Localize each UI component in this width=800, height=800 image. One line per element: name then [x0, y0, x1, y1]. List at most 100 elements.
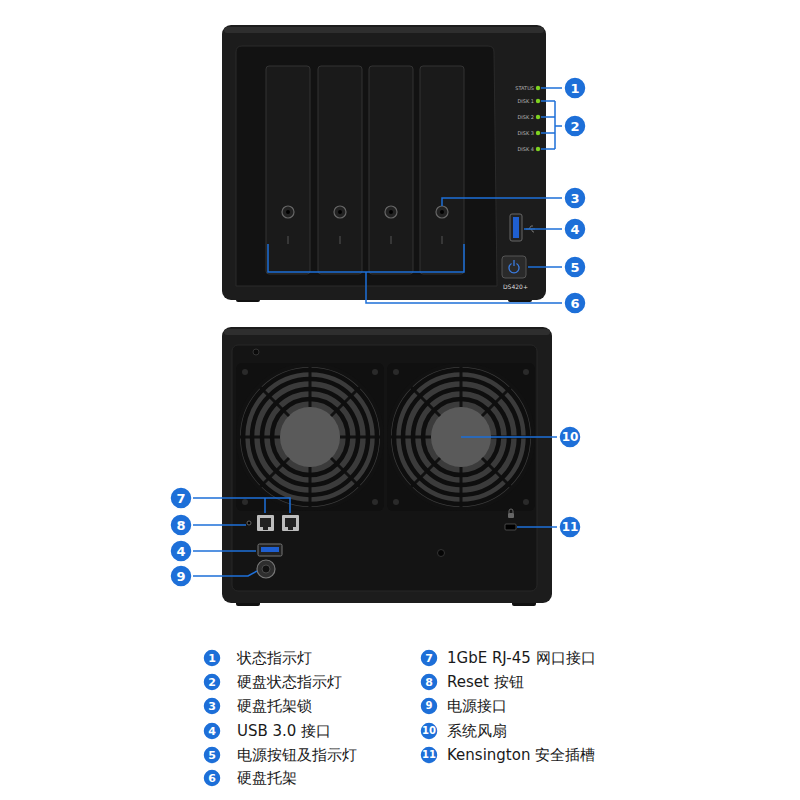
usb-port [510, 214, 535, 241]
callout-number: 2 [570, 120, 579, 133]
status-led [536, 86, 540, 151]
key-entry: 9电源接口 [419, 696, 507, 716]
callout-badge: 10 [558, 425, 582, 449]
callout-number: 10 [562, 431, 579, 443]
tray-lock [286, 210, 290, 214]
rear-unit [438, 550, 445, 557]
callout-circle-fill [170, 540, 192, 562]
callout-circle-fill [564, 292, 586, 314]
power-button [502, 256, 526, 278]
dc-power-jack [257, 560, 275, 578]
leader-line [193, 88, 562, 576]
drive-tray [340, 236, 341, 244]
callout-circle: 2 [202, 672, 222, 692]
kensington-slot [505, 524, 516, 530]
system-fan [236, 363, 384, 511]
callout-number: 6 [208, 773, 216, 784]
lan-port [257, 515, 299, 531]
system-fan [238, 365, 382, 509]
callout-number: 1 [208, 653, 216, 664]
system-fan [372, 499, 378, 505]
usb-port [513, 217, 519, 238]
led-label: DISK 4 [517, 147, 534, 152]
system-fan [262, 389, 358, 485]
callout-number: 6 [570, 297, 579, 310]
rear-unit [224, 329, 550, 335]
lan-port [260, 518, 271, 527]
status-led [536, 86, 540, 90]
callout-circle: 6 [563, 291, 587, 315]
callout-circle-fill [203, 697, 221, 715]
rear-unit [222, 327, 552, 606]
callout-circle: 4 [169, 539, 193, 563]
callout-number: 4 [176, 545, 185, 558]
callout-circle: 7 [419, 648, 439, 668]
system-fan [272, 399, 348, 475]
callout-badge: 2 [563, 114, 587, 138]
part-name: 硬盘托架锁 [237, 697, 312, 715]
callout-circle: 5 [202, 745, 222, 765]
model-label: DS420+ [503, 284, 528, 290]
callout-circle-fill [203, 769, 221, 787]
callout-circle: 5 [563, 255, 587, 279]
callout-number: 11 [422, 750, 436, 760]
leader-line [193, 524, 246, 526]
callout-badge: 5 [563, 255, 587, 279]
callout-circle-fill [420, 746, 438, 764]
key-entry: 11Kensington 安全插槽 [419, 745, 595, 765]
dc-power-jack [257, 560, 275, 578]
dc-power-jack [262, 565, 270, 573]
rear-unit [232, 345, 537, 591]
led-label: DISK 2 [517, 115, 534, 120]
rear-usb-port [258, 544, 282, 556]
callout-circle-fill [564, 115, 586, 137]
system-fan [372, 369, 378, 375]
tray-lock [385, 206, 397, 218]
callout-badge: 4 [563, 217, 587, 241]
leader-line [461, 436, 557, 438]
callout-number: 2 [208, 677, 216, 688]
leader-line [193, 550, 256, 552]
system-fan [242, 499, 248, 505]
callout-circle: 3 [202, 696, 222, 716]
tray-lock [282, 206, 448, 218]
system-fan [238, 365, 382, 509]
callout-circle: 1 [202, 648, 222, 668]
part-name: USB 3.0 接口 [237, 722, 331, 740]
callout-badge: 6 [563, 291, 587, 315]
callout-number: 7 [176, 492, 185, 505]
front-unit [222, 25, 546, 300]
key-entry: 5电源按钮及指示灯 [202, 745, 357, 765]
callout-circle-fill [420, 673, 438, 691]
tray-lock [334, 206, 346, 218]
front-unit [222, 25, 546, 302]
callout-number: 3 [208, 701, 216, 712]
callout-number: 8 [176, 519, 185, 532]
part-name: 电源接口 [447, 697, 507, 715]
lan-port [257, 515, 274, 531]
rear-unit [222, 327, 552, 603]
leader-line [517, 526, 557, 528]
callout-circle-fill [564, 218, 586, 240]
callout-badge: 7 [169, 486, 193, 510]
callout-number: 1 [570, 82, 579, 95]
usb-port [510, 214, 522, 241]
callout-number: 10 [422, 726, 436, 736]
front-unit [236, 46, 497, 286]
drive-tray [288, 236, 289, 244]
callout-circle-fill [170, 487, 192, 509]
lan-port [263, 527, 268, 530]
callout-circle-fill [203, 722, 221, 740]
rear-usb-port [261, 547, 279, 552]
system-fan [393, 369, 399, 375]
kensington-slot [508, 513, 514, 518]
callout-number: 5 [570, 261, 579, 274]
callout-circle: 3 [563, 186, 587, 210]
callout-circle: 6 [202, 768, 222, 788]
kensington-slot [509, 509, 513, 513]
power-button [502, 256, 526, 278]
tray-lock [389, 210, 393, 214]
system-fan [523, 499, 529, 505]
